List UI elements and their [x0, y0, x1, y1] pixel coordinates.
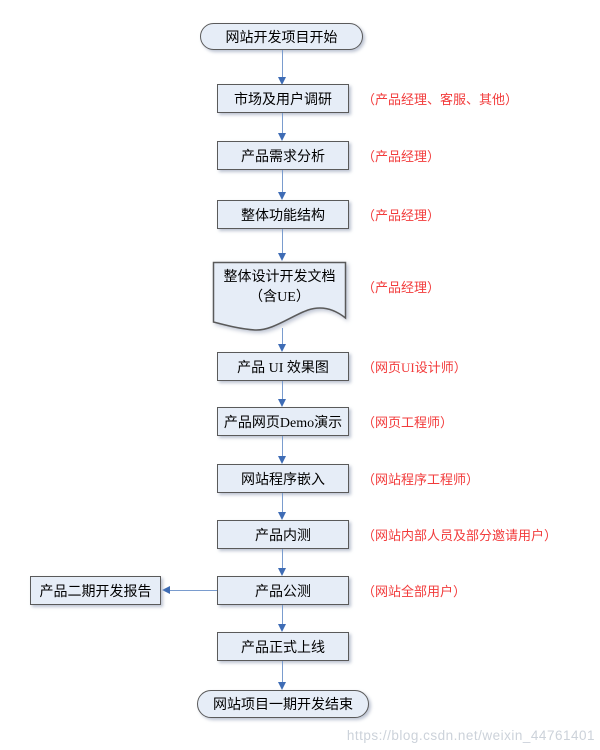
connector-line	[282, 170, 283, 192]
step-annotation: （网页UI设计师）	[362, 360, 467, 375]
flow-step-public-beta: 产品公测	[217, 576, 349, 605]
down-arrowhead-icon	[278, 568, 286, 576]
flow-step-design-document: 整体设计开发文档 （含UE）	[212, 268, 347, 308]
down-arrowhead-icon	[278, 682, 286, 690]
down-arrowhead-icon	[278, 77, 286, 85]
connector-line	[282, 605, 283, 624]
step-annotation: （产品经理）	[362, 280, 441, 295]
connector-line	[282, 328, 283, 344]
connector-line	[282, 113, 283, 133]
document-label-line1: 整体设计开发文档	[223, 270, 336, 285]
document-shape	[212, 261, 347, 331]
flow-step-requirement-analysis: 产品需求分析	[217, 141, 349, 170]
connector-line	[282, 50, 283, 77]
connector-line	[282, 229, 283, 253]
step-annotation: （产品经理、客服、其他）	[362, 92, 519, 107]
flow-step-official-launch: 产品正式上线	[217, 632, 349, 661]
flow-node-end: 网站项目一期开发结束	[197, 690, 369, 718]
down-arrowhead-icon	[278, 399, 286, 407]
flow-step-function-structure: 整体功能结构	[217, 200, 349, 229]
watermark-text: https://blog.csdn.net/weixin_44761401	[346, 728, 595, 743]
down-arrowhead-icon	[278, 192, 286, 200]
connector-line	[282, 549, 283, 568]
flow-step-program-embed: 网站程序嵌入	[217, 464, 349, 493]
connector-line	[282, 381, 283, 399]
flow-node-phase2-report: 产品二期开发报告	[30, 576, 161, 605]
down-arrowhead-icon	[278, 624, 286, 632]
step-annotation: （网页工程师）	[362, 415, 454, 430]
down-arrowhead-icon	[278, 253, 286, 261]
flow-step-ui-mockup: 产品 UI 效果图	[217, 352, 349, 381]
step-annotation: （网站内部人员及部分邀请用户）	[362, 528, 558, 543]
connector-line	[170, 590, 217, 591]
flow-step-internal-test: 产品内测	[217, 520, 349, 549]
document-label-line2: （含UE）	[249, 290, 310, 305]
down-arrowhead-icon	[278, 512, 286, 520]
flow-step-market-research: 市场及用户调研	[217, 84, 349, 113]
down-arrowhead-icon	[278, 456, 286, 464]
down-arrowhead-icon	[278, 133, 286, 141]
step-annotation: （网站全部用户）	[362, 584, 467, 599]
connector-line	[282, 493, 283, 512]
connector-line	[282, 661, 283, 682]
left-arrowhead-icon	[162, 586, 170, 594]
flow-node-start: 网站开发项目开始	[200, 23, 363, 50]
connector-line	[282, 436, 283, 456]
flow-step-web-demo: 产品网页Demo演示	[217, 407, 349, 436]
step-annotation: （产品经理）	[362, 149, 441, 164]
down-arrowhead-icon	[278, 344, 286, 352]
step-annotation: （产品经理）	[362, 208, 441, 223]
step-annotation: （网站程序工程师）	[362, 472, 480, 487]
